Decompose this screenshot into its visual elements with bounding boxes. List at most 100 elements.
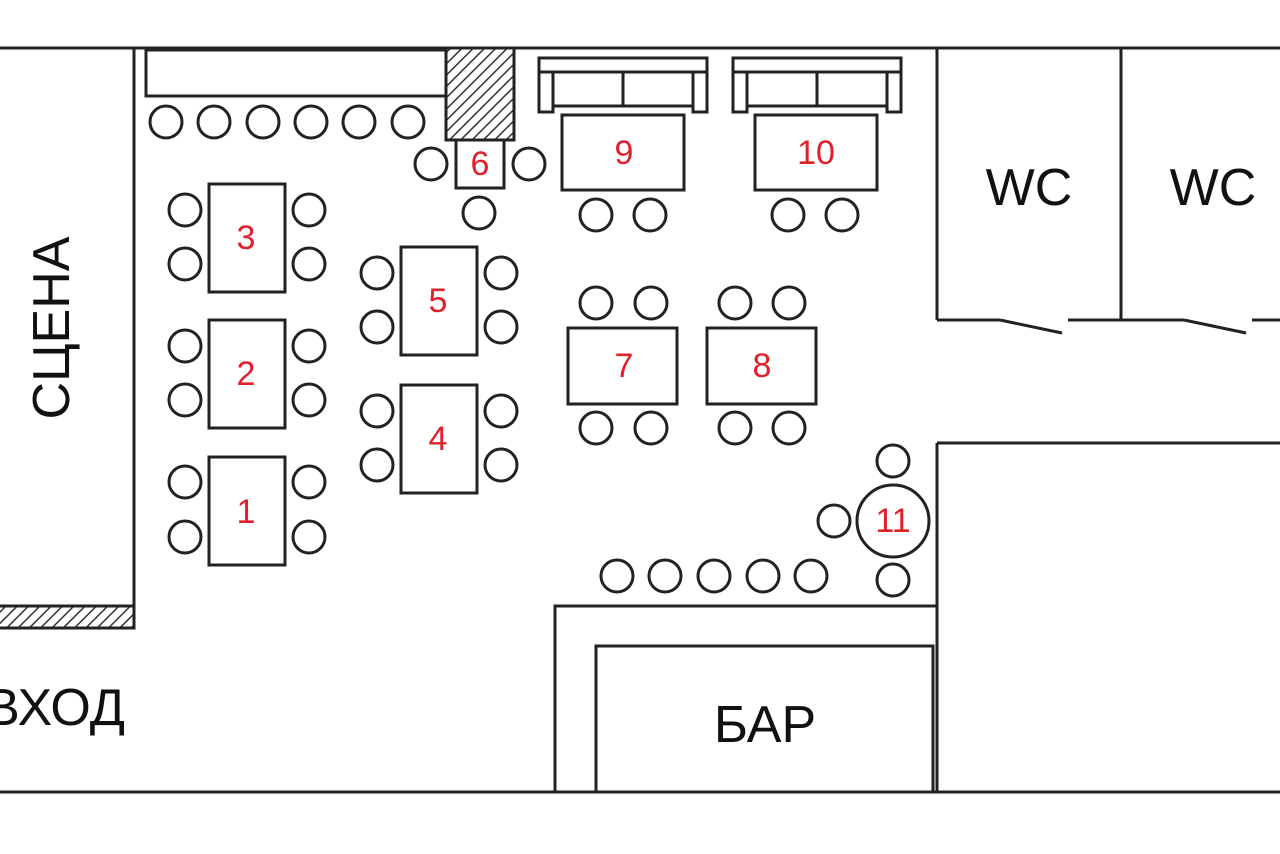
table-number: 1: [237, 493, 256, 531]
chair: [291, 192, 327, 228]
table-3[interactable]: 3: [167, 182, 327, 294]
chair: [483, 255, 519, 291]
chair: [461, 195, 497, 231]
chair: [167, 382, 203, 418]
stool[interactable]: [745, 558, 781, 594]
wc-label-left: WC: [986, 159, 1073, 217]
table-number: 3: [237, 219, 256, 257]
table-top: [560, 113, 686, 192]
chair: [359, 393, 395, 429]
table-10[interactable]: 10: [731, 56, 903, 233]
stool[interactable]: [647, 558, 683, 594]
table-number: 9: [615, 134, 634, 172]
table-11[interactable]: 11: [816, 443, 931, 598]
stage-steps: [0, 604, 136, 630]
chair: [291, 328, 327, 364]
table-number: 6: [471, 145, 490, 183]
table-top: [207, 455, 287, 567]
chair: [875, 562, 911, 598]
chair: [770, 197, 806, 233]
table-5[interactable]: 5: [359, 245, 519, 357]
table-number: 7: [615, 347, 634, 385]
chair: [291, 246, 327, 282]
chair: [359, 255, 395, 291]
chair: [483, 393, 519, 429]
table-top: [855, 483, 931, 559]
table-number: 11: [875, 502, 910, 540]
table-4[interactable]: 4: [359, 383, 519, 495]
stool[interactable]: [696, 558, 732, 594]
chair: [578, 285, 614, 321]
table-number: 4: [429, 420, 448, 458]
stool[interactable]: [196, 104, 232, 140]
chair: [359, 447, 395, 483]
chair: [291, 464, 327, 500]
stage-label: СЦЕНА: [23, 236, 81, 419]
chair: [875, 443, 911, 479]
chair: [578, 197, 614, 233]
table-top: [753, 113, 879, 192]
chair: [633, 285, 669, 321]
stool[interactable]: [341, 104, 377, 140]
chair: [717, 285, 753, 321]
table-top: [399, 383, 479, 495]
table-top: [207, 182, 287, 294]
table-7[interactable]: 7: [566, 285, 679, 446]
chair: [167, 328, 203, 364]
stool[interactable]: [148, 104, 184, 140]
table-2[interactable]: 2: [167, 318, 327, 430]
table-8[interactable]: 8: [705, 285, 818, 446]
chair: [771, 285, 807, 321]
table-6[interactable]: 6: [413, 138, 547, 231]
stool[interactable]: [293, 104, 329, 140]
wc-label-right: WC: [1170, 159, 1257, 217]
chair: [167, 464, 203, 500]
stool[interactable]: [245, 104, 281, 140]
sofa: [731, 56, 903, 114]
chair: [167, 192, 203, 228]
chair: [291, 519, 327, 555]
top-counter: [144, 48, 448, 98]
sofa: [537, 56, 709, 114]
chair: [291, 382, 327, 418]
chair: [632, 197, 668, 233]
chair: [483, 447, 519, 483]
table-top: [207, 318, 287, 430]
table-number: 5: [429, 282, 448, 320]
chair: [167, 246, 203, 282]
wc-door-left[interactable]: [999, 318, 1063, 335]
stool[interactable]: [599, 558, 635, 594]
chair: [413, 146, 449, 182]
chair: [717, 410, 753, 446]
table-number: 2: [237, 355, 256, 393]
stool[interactable]: [793, 558, 829, 594]
table-number: 8: [753, 347, 772, 385]
chair: [167, 519, 203, 555]
chair: [771, 410, 807, 446]
wc-door-right[interactable]: [1183, 318, 1247, 335]
table-top: [705, 326, 818, 406]
chair: [578, 410, 614, 446]
bar-label: БАР: [714, 696, 816, 754]
bar-stools: [599, 558, 829, 594]
chair: [633, 410, 669, 446]
table-1[interactable]: 1: [167, 455, 327, 567]
chair: [359, 309, 395, 345]
table-9[interactable]: 9: [537, 56, 709, 233]
stool[interactable]: [390, 104, 426, 140]
bar-area: [594, 644, 935, 794]
table-number: 10: [797, 134, 835, 172]
bar: БАР: [553, 604, 939, 794]
chair: [824, 197, 860, 233]
chair: [483, 309, 519, 345]
column: [444, 46, 516, 142]
table-top: [454, 138, 506, 190]
back-room: [935, 441, 1280, 792]
chair: [816, 503, 852, 539]
table-top: [399, 245, 479, 357]
table-top: [566, 326, 679, 406]
chair: [511, 146, 547, 182]
wc-rooms: WC WC: [935, 48, 1280, 335]
entrance-label: ВХОД: [0, 679, 125, 737]
